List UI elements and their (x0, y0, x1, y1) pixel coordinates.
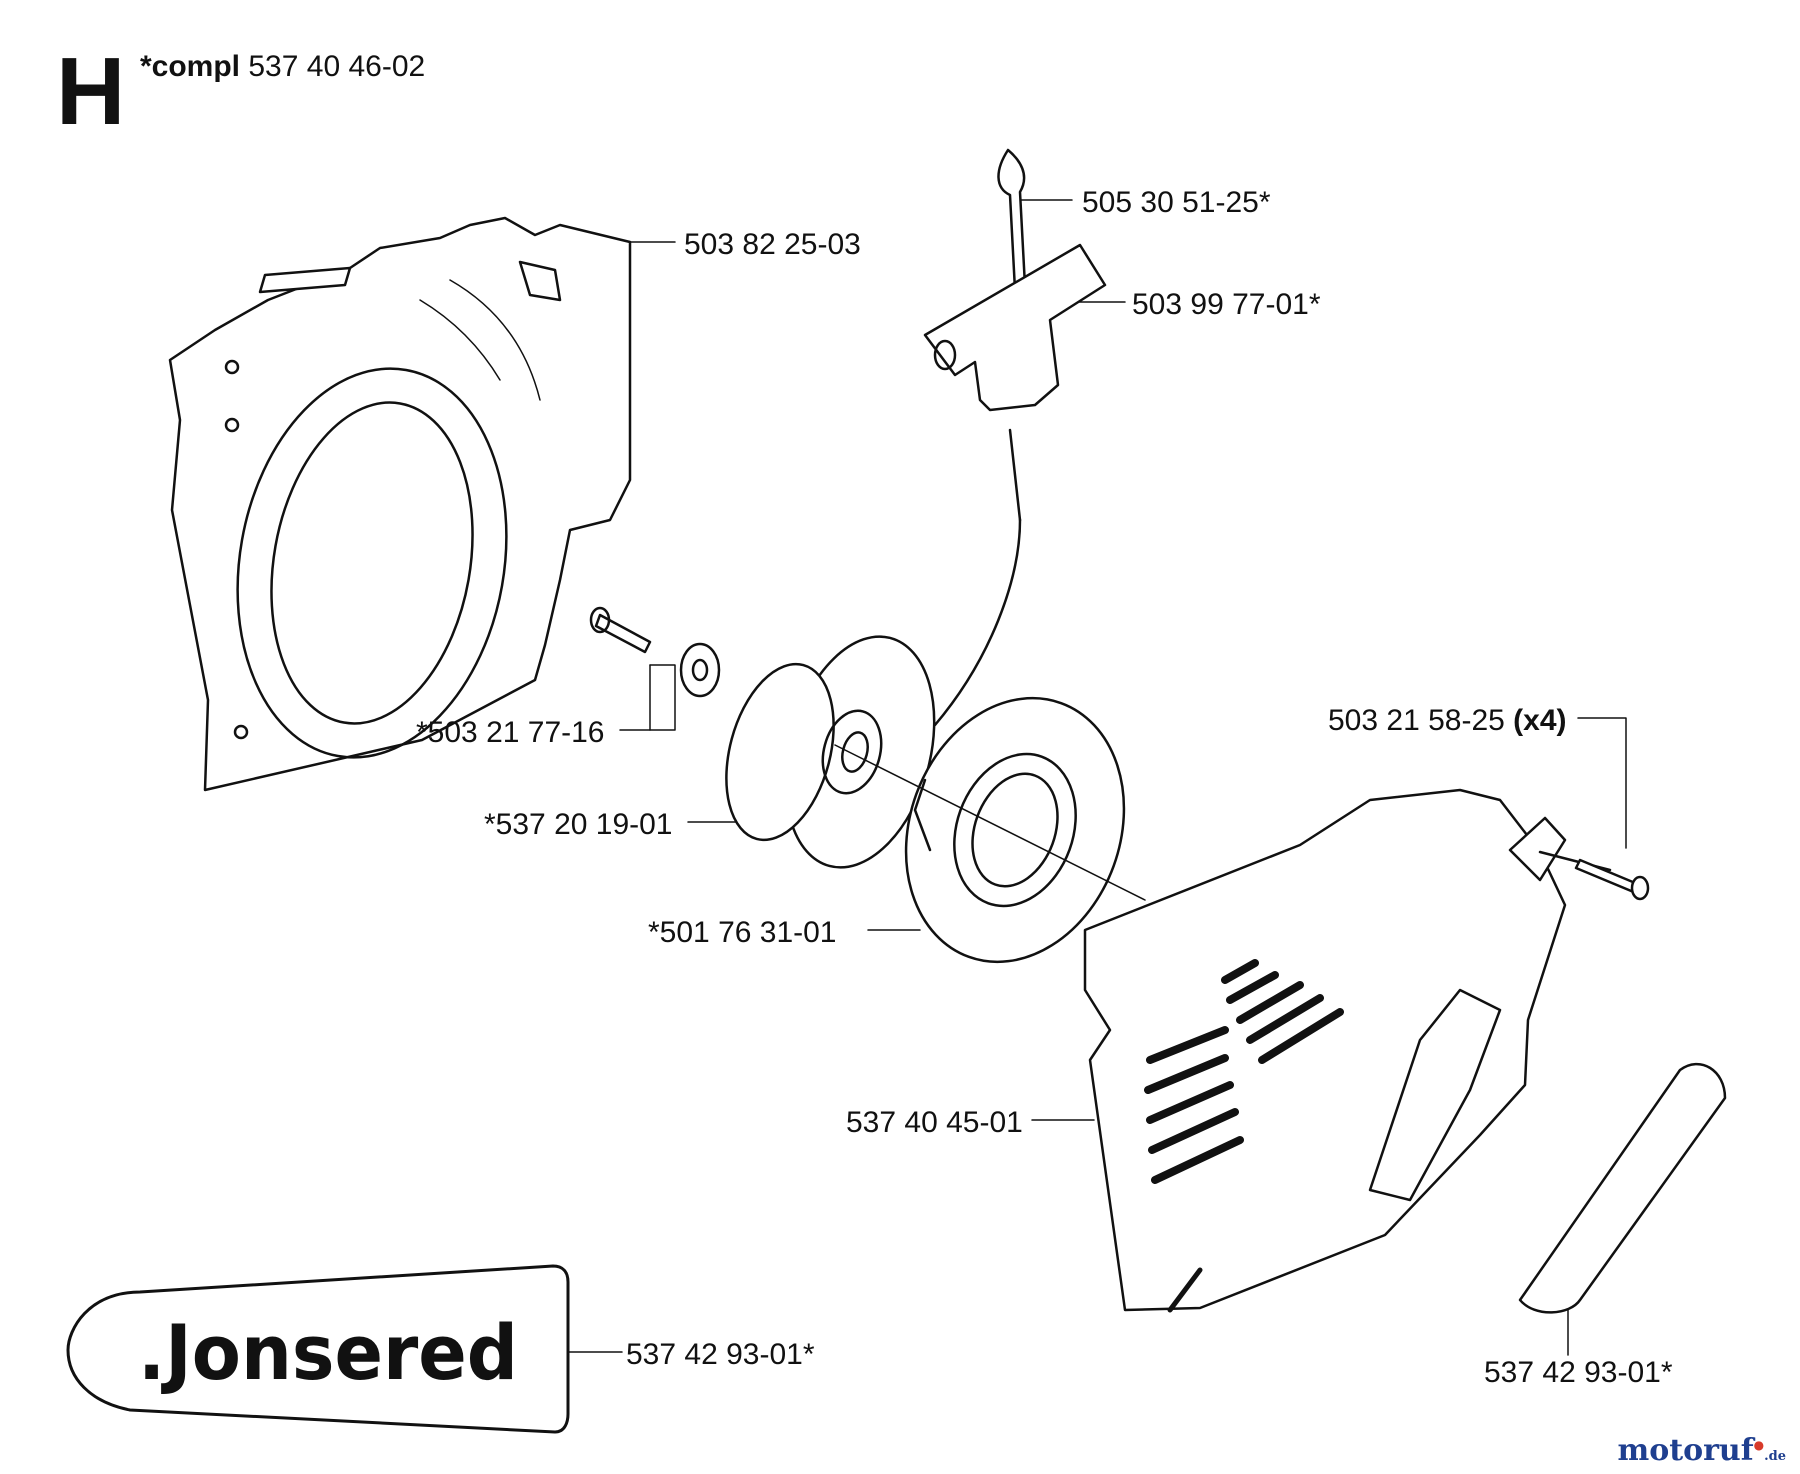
starter-cover-drawing (1083, 788, 1567, 1313)
watermark-tld: .de (1764, 1449, 1786, 1464)
section-letter: H (56, 38, 126, 145)
part-label-cover-screw: 503 21 58-25 (x4) (1328, 706, 1567, 736)
part-label-fan-housing: 503 82 25-03 (684, 228, 861, 261)
compl-prefix: *compl (140, 50, 241, 83)
part-label-handle: 503 99 77-01* (1132, 288, 1321, 321)
fan-housing-drawing (168, 216, 632, 792)
pulley-drawing (725, 635, 936, 869)
cover-screw-number: 503 21 58-25 (1328, 704, 1505, 737)
part-label-spring-cassette: *501 76 31-01 (648, 916, 837, 949)
watermark-dot: ● (1753, 1438, 1765, 1452)
assembly-axis-line (834, 744, 1146, 901)
cover-screw-quantity: (x4) (1513, 704, 1567, 737)
watermark: motoruf●.de (1617, 1436, 1786, 1466)
watermark-main: motoruf (1617, 1433, 1754, 1468)
screw-and-washer-drawing (589, 606, 721, 698)
part-label-screw-washer: *503 21 77-16 (416, 716, 605, 749)
compl-number: 537 40 46-02 (248, 50, 426, 83)
handle-and-cord-drawing (923, 148, 1107, 727)
spring-cassette-drawing (904, 696, 1126, 964)
part-label-decal-right: 537 42 93-01* (1484, 1356, 1673, 1389)
right-decal-drawing (1518, 1062, 1727, 1314)
part-label-decal-left: 537 42 93-01* (626, 1338, 815, 1371)
complete-assembly-label: *compl 537 40 46-02 (140, 52, 425, 82)
part-label-pulley: *537 20 19-01 (484, 808, 673, 841)
cover-screw-drawing (1538, 850, 1650, 901)
jonsered-decal-drawing (66, 1264, 570, 1434)
jonsered-logo-text: .Jonsered (138, 1315, 518, 1395)
part-label-cord: 505 30 51-25* (1082, 186, 1271, 219)
jonsered-logo: .Jonsered (138, 1315, 518, 1395)
part-label-starter-cover: 537 40 45-01 (846, 1106, 1023, 1139)
